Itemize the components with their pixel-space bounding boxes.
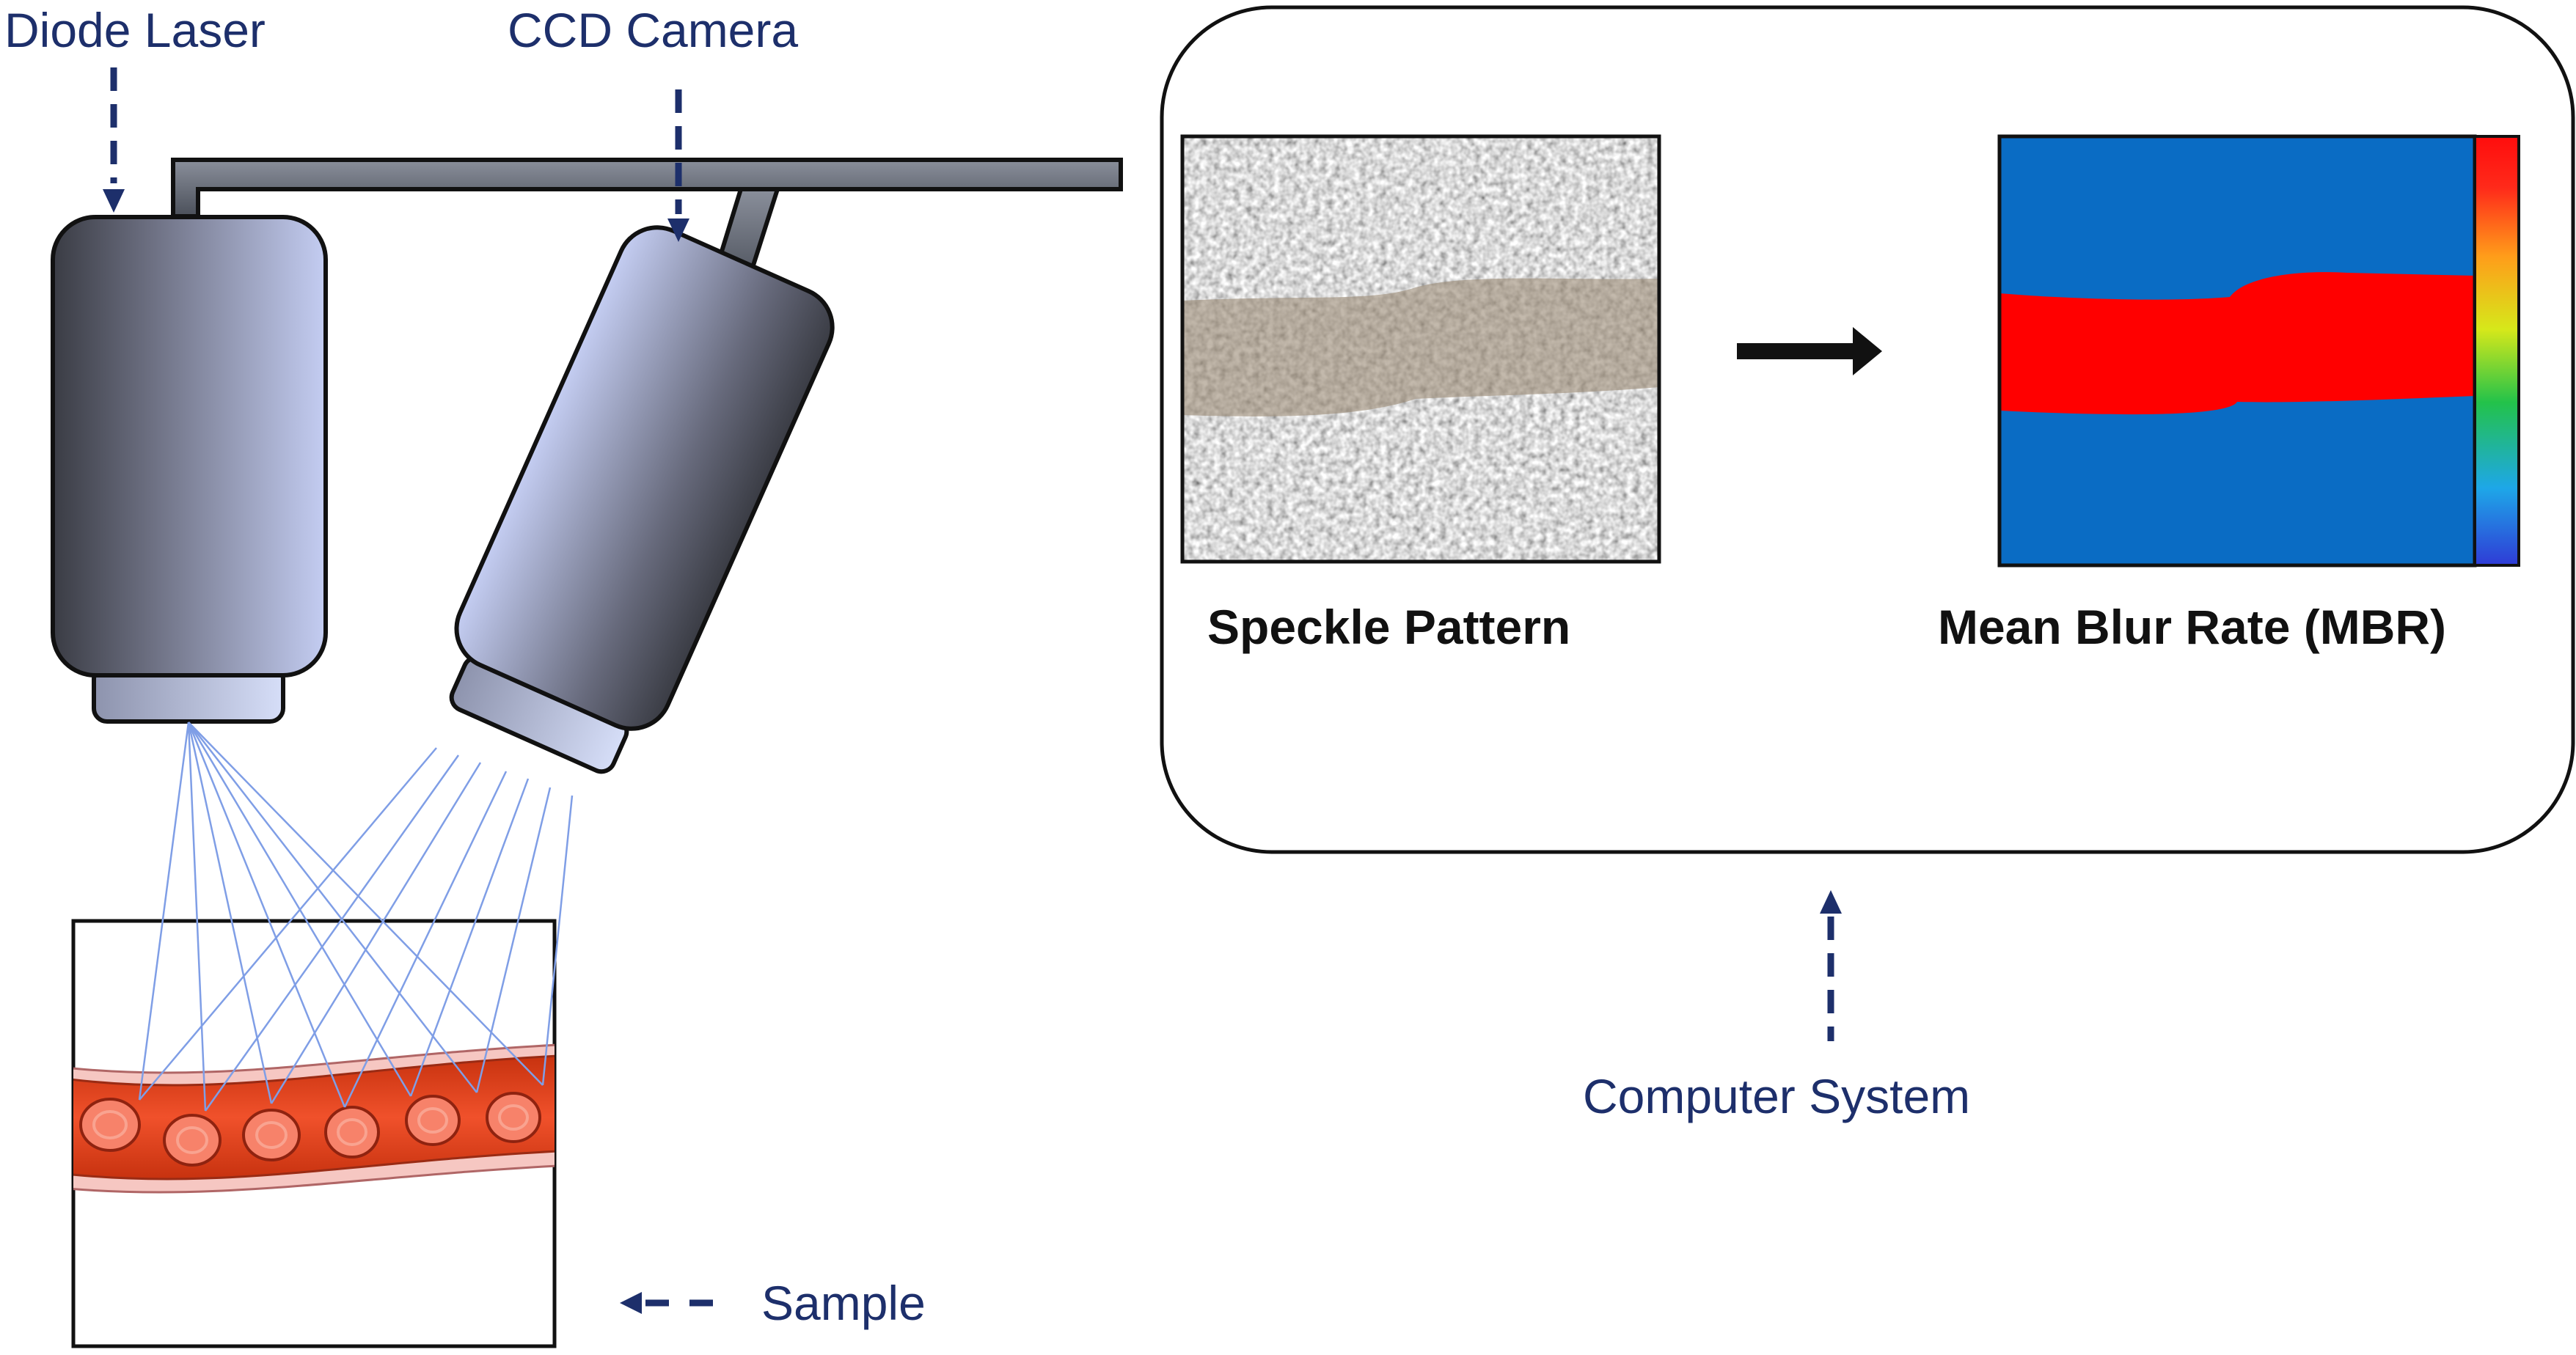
ccd-camera-label: CCD Camera: [508, 3, 799, 57]
mbr-image: [1997, 134, 2520, 568]
color-scale-bar: [2473, 135, 2520, 567]
ccd-camera: [449, 225, 835, 774]
mbr-caption: Mean Blur Rate (MBR): [1938, 600, 2447, 654]
speckle-pattern-caption: Speckle Pattern: [1207, 600, 1571, 654]
computer-system-label: Computer System: [1583, 1069, 1971, 1123]
computer-system-panel: [1160, 5, 2575, 854]
reflected-beams: [139, 747, 574, 1112]
sample-pointer: [620, 1292, 732, 1314]
diode-laser-label: Diode Laser: [4, 3, 266, 57]
computer-system-pointer: [1820, 890, 1842, 1041]
right-arrow-icon: [1737, 327, 1882, 375]
diode-laser-pointer: [103, 67, 125, 213]
sample-label: Sample: [761, 1276, 926, 1330]
ccd-camera-pointer: [667, 89, 689, 242]
speckle-pattern-image: [1180, 134, 1661, 564]
sample-panel: [71, 919, 557, 1348]
diode-laser: [51, 215, 328, 724]
